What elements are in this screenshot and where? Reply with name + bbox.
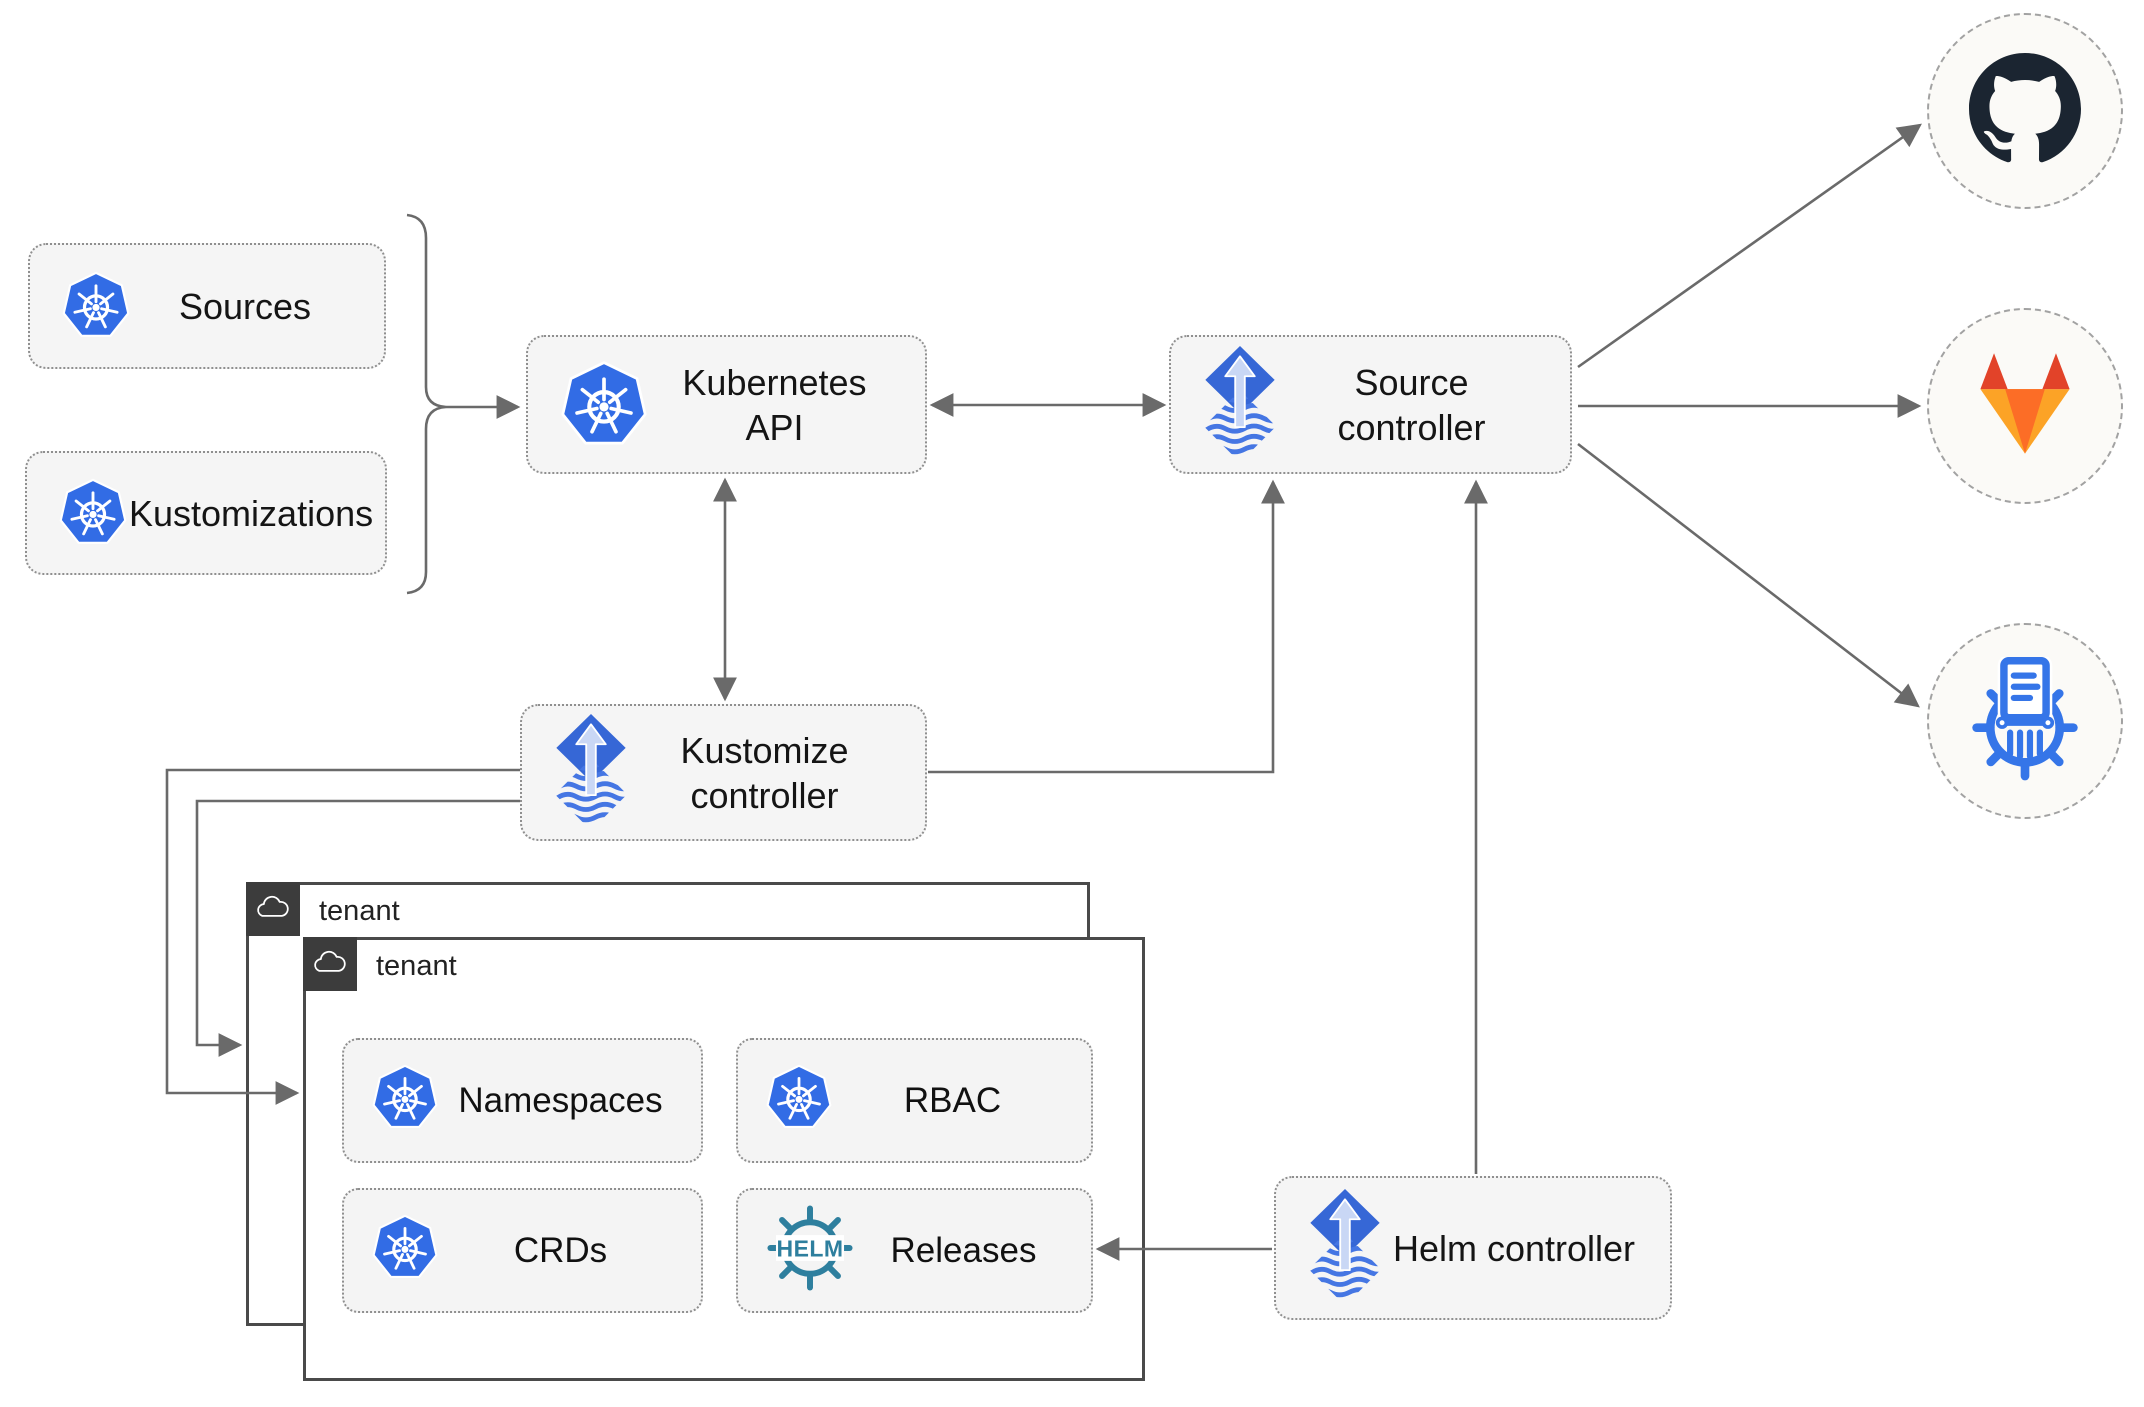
node-helm-controller-label: Helm controller xyxy=(1392,1227,1636,1269)
registry-icon xyxy=(1963,657,2087,786)
kubernetes-icon xyxy=(60,270,132,342)
kubernetes-icon xyxy=(764,1063,834,1138)
node-kubernetes-api: Kubernetes API xyxy=(526,335,927,474)
node-releases: Releases xyxy=(736,1188,1093,1313)
kubernetes-icon xyxy=(370,1213,440,1288)
node-namespaces: Namespaces xyxy=(342,1038,703,1163)
node-kubernetes-api-label: Kubernetes API xyxy=(682,361,867,448)
node-sources: Sources xyxy=(28,243,386,369)
node-kustomizations: Kustomizations xyxy=(25,451,387,575)
tenant-front-label: tenant xyxy=(376,950,457,982)
tenant-header xyxy=(303,937,357,991)
node-namespaces-label: Namespaces xyxy=(458,1080,663,1120)
kubernetes-icon xyxy=(558,359,650,451)
node-kustomize-controller: Kustomize controller xyxy=(520,704,927,841)
connector-source-to-registry xyxy=(1577,442,1920,708)
node-crds-label: CRDs xyxy=(513,1230,608,1270)
tenant-header xyxy=(246,882,300,936)
cloud-icon xyxy=(254,893,292,926)
connector-kustomize-to-source-controller xyxy=(928,479,1285,774)
helm-icon xyxy=(764,1202,856,1299)
external-registry xyxy=(1927,623,2123,819)
node-rbac: RBAC xyxy=(736,1038,1093,1163)
node-source-controller-label: Source controller xyxy=(1337,361,1486,448)
node-sources-label: Sources xyxy=(178,285,312,327)
kubernetes-icon xyxy=(370,1063,440,1138)
cloud-icon xyxy=(311,948,349,981)
tenant-box-front: tenant Namespaces RBAC CRDs Releases xyxy=(303,937,1145,1381)
tenant-back-label: tenant xyxy=(319,895,400,927)
node-source-controller: Source controller xyxy=(1169,335,1572,474)
flux-icon xyxy=(1306,1189,1384,1307)
bracket-sources-group xyxy=(406,213,447,595)
external-github xyxy=(1927,13,2123,209)
flux-icon xyxy=(552,714,630,832)
gitlab-icon xyxy=(1963,347,2087,466)
node-helm-controller: Helm controller xyxy=(1274,1176,1672,1320)
flux-icon xyxy=(1201,346,1279,464)
node-crds: CRDs xyxy=(342,1188,703,1313)
external-gitlab xyxy=(1927,308,2123,504)
node-releases-label: Releases xyxy=(890,1230,1037,1270)
github-icon xyxy=(1969,53,2081,170)
node-kustomize-controller-label: Kustomize controller xyxy=(680,729,849,816)
connector-source-to-github xyxy=(1577,123,1922,369)
kubernetes-icon xyxy=(57,477,129,549)
node-rbac-label: RBAC xyxy=(903,1080,1002,1120)
node-kustomizations-label: Kustomizations xyxy=(129,492,374,534)
